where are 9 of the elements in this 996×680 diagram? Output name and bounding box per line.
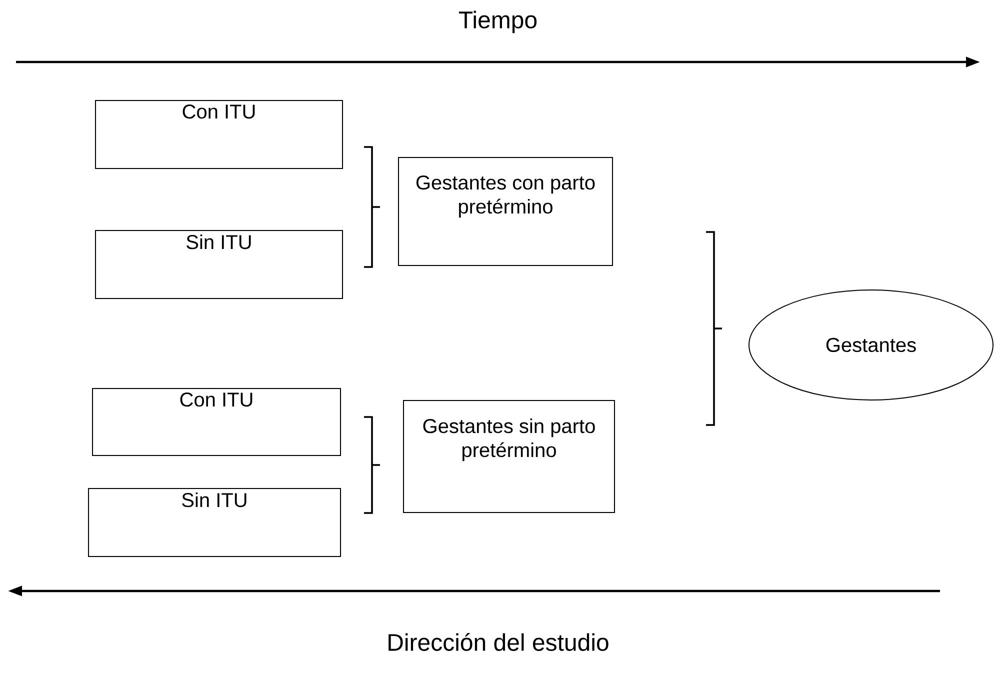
oval-node: Gestantes — [748, 289, 994, 400]
process-box: Con ITU — [92, 388, 341, 456]
process-box: Sin ITU — [95, 230, 343, 299]
process-box: Gestantes con parto pretérmino — [398, 157, 613, 266]
process-box: Con ITU — [95, 100, 343, 169]
axis-label: Dirección del estudio — [388, 633, 608, 651]
axis-label: Tiempo — [458, 10, 537, 34]
process-box: Sin ITU — [88, 488, 341, 557]
process-box: Gestantes sin parto pretérmino — [403, 400, 615, 513]
